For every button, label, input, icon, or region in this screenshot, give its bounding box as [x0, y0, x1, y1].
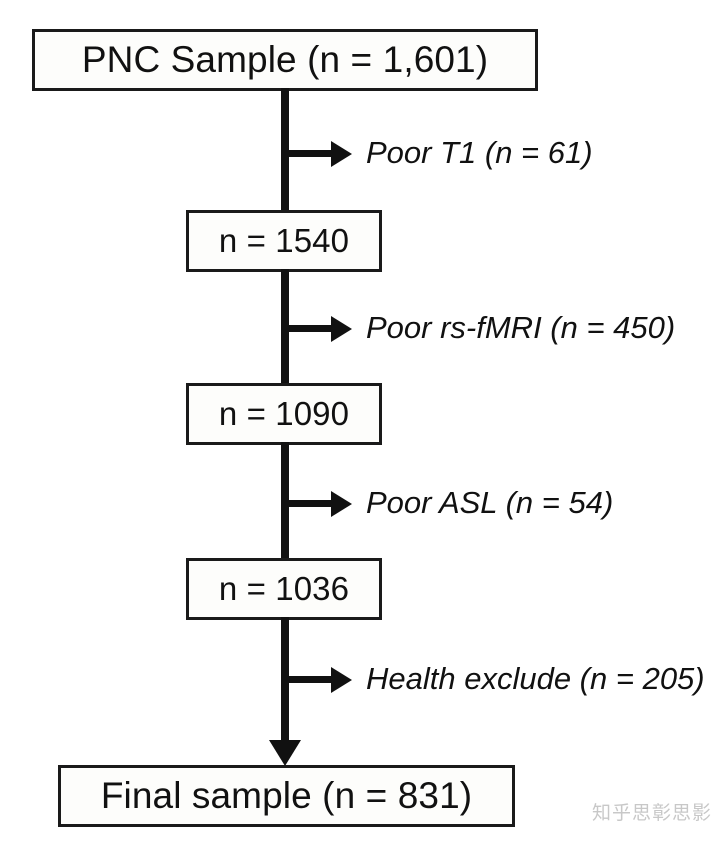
exclusion-arrow-poor-t1	[285, 150, 332, 157]
arrow-down-icon	[269, 740, 301, 766]
node-n-1036: n = 1036	[186, 558, 382, 620]
node-n-1540: n = 1540	[186, 210, 382, 272]
watermark-text: 知乎思彰思影	[592, 802, 713, 824]
exclusion-arrow-poor-rs-fmri	[285, 325, 332, 332]
exclusion-label-poor-t1: Poor T1 (n = 61)	[366, 135, 593, 170]
node-n-1090: n = 1090	[186, 383, 382, 445]
exclusion-label-poor-asl: Poor ASL (n = 54)	[366, 485, 614, 520]
node-pnc-sample: PNC Sample (n = 1,601)	[32, 29, 538, 91]
exclusion-label-health-exclude: Health exclude (n = 205)	[366, 661, 705, 696]
exclusion-arrow-poor-asl	[285, 500, 332, 507]
exclusion-label-poor-rs-fmri: Poor rs-fMRI (n = 450)	[366, 310, 676, 345]
exclusion-arrow-health-exclude	[285, 676, 332, 683]
node-final-sample: Final sample (n = 831)	[58, 765, 515, 827]
